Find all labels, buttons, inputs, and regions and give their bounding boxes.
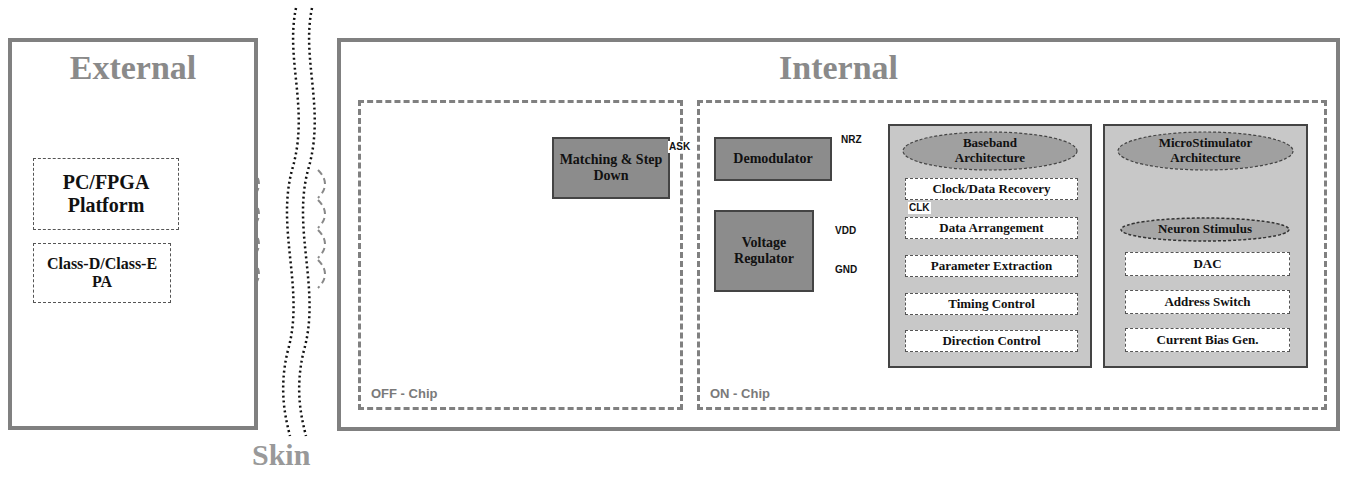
architecture-block: Baseband ArchitectureClock/Data Recovery… <box>888 124 1092 368</box>
box-label: Clock/Data Recovery <box>928 182 1054 197</box>
heading: OFF - Chip <box>371 387 437 402</box>
signal-name: GND <box>834 264 858 276</box>
process-box: Current Bias Gen. <box>1125 328 1290 352</box>
box-label: Current Bias Gen. <box>1153 333 1263 348</box>
signal-name: ASK <box>668 141 691 153</box>
process-box: Data Arrangement <box>905 217 1078 239</box>
box-label: PC/FPGA Platform <box>34 171 178 217</box>
architecture-block: MicroStimulator ArchitectureNeuron Stimu… <box>1103 124 1308 368</box>
process-box: Voltage Regulator <box>714 210 814 292</box>
process-box: Timing Control <box>905 293 1078 315</box>
process-box: Parameter Extraction <box>905 255 1078 277</box>
box-label: Matching & Step Down <box>554 152 668 184</box>
external-panel: ExternalPC/FPGA PlatformClass-D/Class-E … <box>8 38 258 430</box>
skin-layer <box>283 8 315 436</box>
amplifier-box: Class-D/Class-E PA <box>33 243 171 303</box>
process-box: Direction Control <box>905 330 1078 352</box>
on-chip-region: ON - Chip DemodulatorVoltage Regulator Bas… <box>697 100 1327 410</box>
box-label: DAC <box>1189 257 1225 272</box>
heading: External <box>12 48 254 87</box>
process-box: Clock/Data Recovery <box>905 178 1078 200</box>
box-label: Data Arrangement <box>935 221 1047 236</box>
signal-name: VDD <box>834 225 857 237</box>
off-chip-region: OFF - Chip Matching & Step Down <box>358 100 683 410</box>
platform-box: PC/FPGA Platform <box>33 158 179 230</box>
box-label: Neuron Stimulus <box>1154 222 1256 237</box>
box-label: Demodulator <box>729 151 816 167</box>
box-label: Direction Control <box>938 334 1044 349</box>
box-label: Timing Control <box>944 297 1039 312</box>
heading: Baseband Architecture <box>902 131 1078 171</box>
box-label: Voltage Regulator <box>716 235 812 267</box>
stimulus-ellipse: Neuron Stimulus <box>1120 217 1290 242</box>
process-box: Matching & Step Down <box>552 137 670 199</box>
heading: ON - Chip <box>710 387 770 402</box>
signal-name: CLK <box>908 202 931 214</box>
box-label: Parameter Extraction <box>927 259 1056 274</box>
box-label: Class-D/Class-E PA <box>37 255 167 292</box>
heading: MicroStimulator Architecture <box>1117 131 1294 171</box>
process-box: Demodulator <box>714 137 832 181</box>
box-label: Address Switch <box>1160 295 1254 310</box>
process-box: DAC <box>1125 252 1290 276</box>
signal-name: NRZ <box>840 134 863 146</box>
region-label: Skin <box>252 438 310 472</box>
process-box: Address Switch <box>1125 290 1290 314</box>
heading: Internal <box>341 48 1336 87</box>
